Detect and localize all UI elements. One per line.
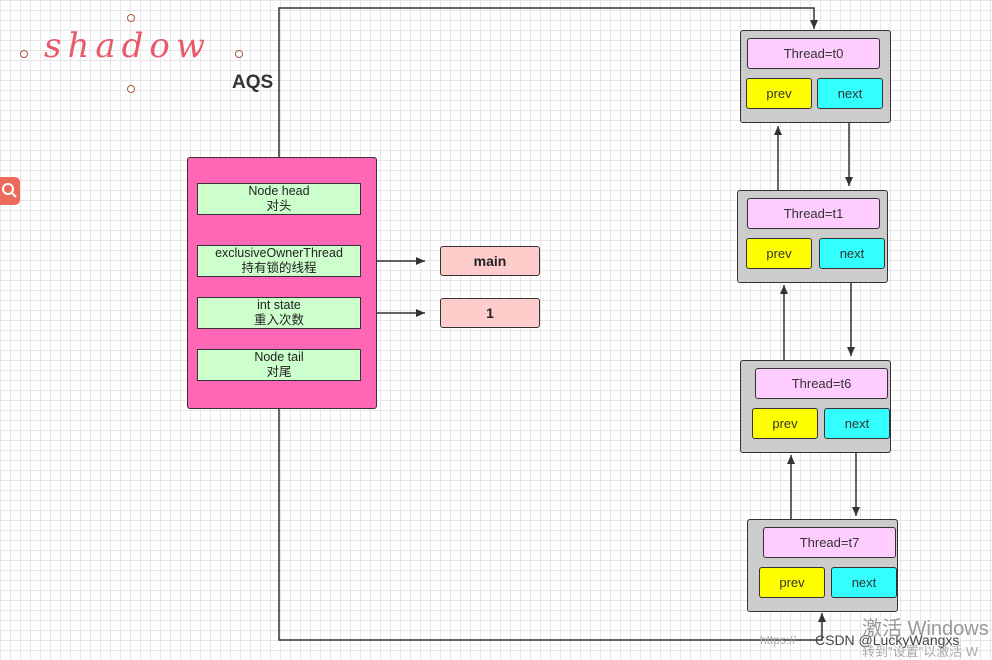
field-name: Node head <box>248 184 310 198</box>
queue-node-t1: Thread=t1 prev next <box>737 190 888 283</box>
field-desc: 对尾 <box>266 365 292 379</box>
node-thread-label: Thread=t6 <box>755 368 888 399</box>
logo-dot-top <box>127 14 135 22</box>
field-name: exclusiveOwnerThread <box>215 246 343 260</box>
shadow-logo: shadow <box>44 26 211 66</box>
node-next-pointer: next <box>824 408 890 439</box>
watermark-url: https:// <box>760 633 797 647</box>
queue-node-t0: Thread=t0 prev next <box>740 30 891 123</box>
node-prev-pointer: prev <box>746 78 812 109</box>
owner-thread-value: main <box>440 246 540 276</box>
windows-activation-title: 激活 Windows <box>862 618 989 640</box>
node-thread-label: Thread=t0 <box>747 38 880 69</box>
watermark-csdn: CSDN @LuckyWangxs <box>815 632 960 648</box>
search-tab[interactable] <box>0 177 20 205</box>
queue-node-t7: Thread=t7 prev next <box>747 519 898 612</box>
node-thread-label: Thread=t7 <box>763 527 896 558</box>
field-name: int state <box>257 298 301 312</box>
field-exclusive-owner-thread: exclusiveOwnerThread 持有锁的线程 <box>197 245 361 277</box>
logo-dot-right <box>235 50 243 58</box>
node-next-pointer: next <box>817 78 883 109</box>
logo-dot-left <box>20 50 28 58</box>
windows-activation-subtitle: 转到"设置"以激活 W <box>862 644 979 659</box>
aqs-title: AQS <box>232 72 274 93</box>
field-desc: 重入次数 <box>253 313 304 327</box>
node-next-pointer: next <box>819 238 885 269</box>
node-prev-pointer: prev <box>746 238 812 269</box>
field-node-tail: Node tail 对尾 <box>197 349 361 381</box>
logo-dot-bottom <box>127 85 135 93</box>
field-node-head: Node head 对头 <box>197 183 361 215</box>
search-icon <box>2 183 17 198</box>
field-desc: 对头 <box>266 199 292 213</box>
node-thread-label: Thread=t1 <box>747 198 880 229</box>
queue-node-t6: Thread=t6 prev next <box>740 360 891 453</box>
field-name: Node tail <box>254 350 304 364</box>
field-desc: 持有锁的线程 <box>241 261 317 275</box>
node-prev-pointer: prev <box>752 408 818 439</box>
field-int-state: int state 重入次数 <box>197 297 361 329</box>
node-prev-pointer: prev <box>759 567 825 598</box>
state-value: 1 <box>440 298 540 328</box>
node-next-pointer: next <box>831 567 897 598</box>
